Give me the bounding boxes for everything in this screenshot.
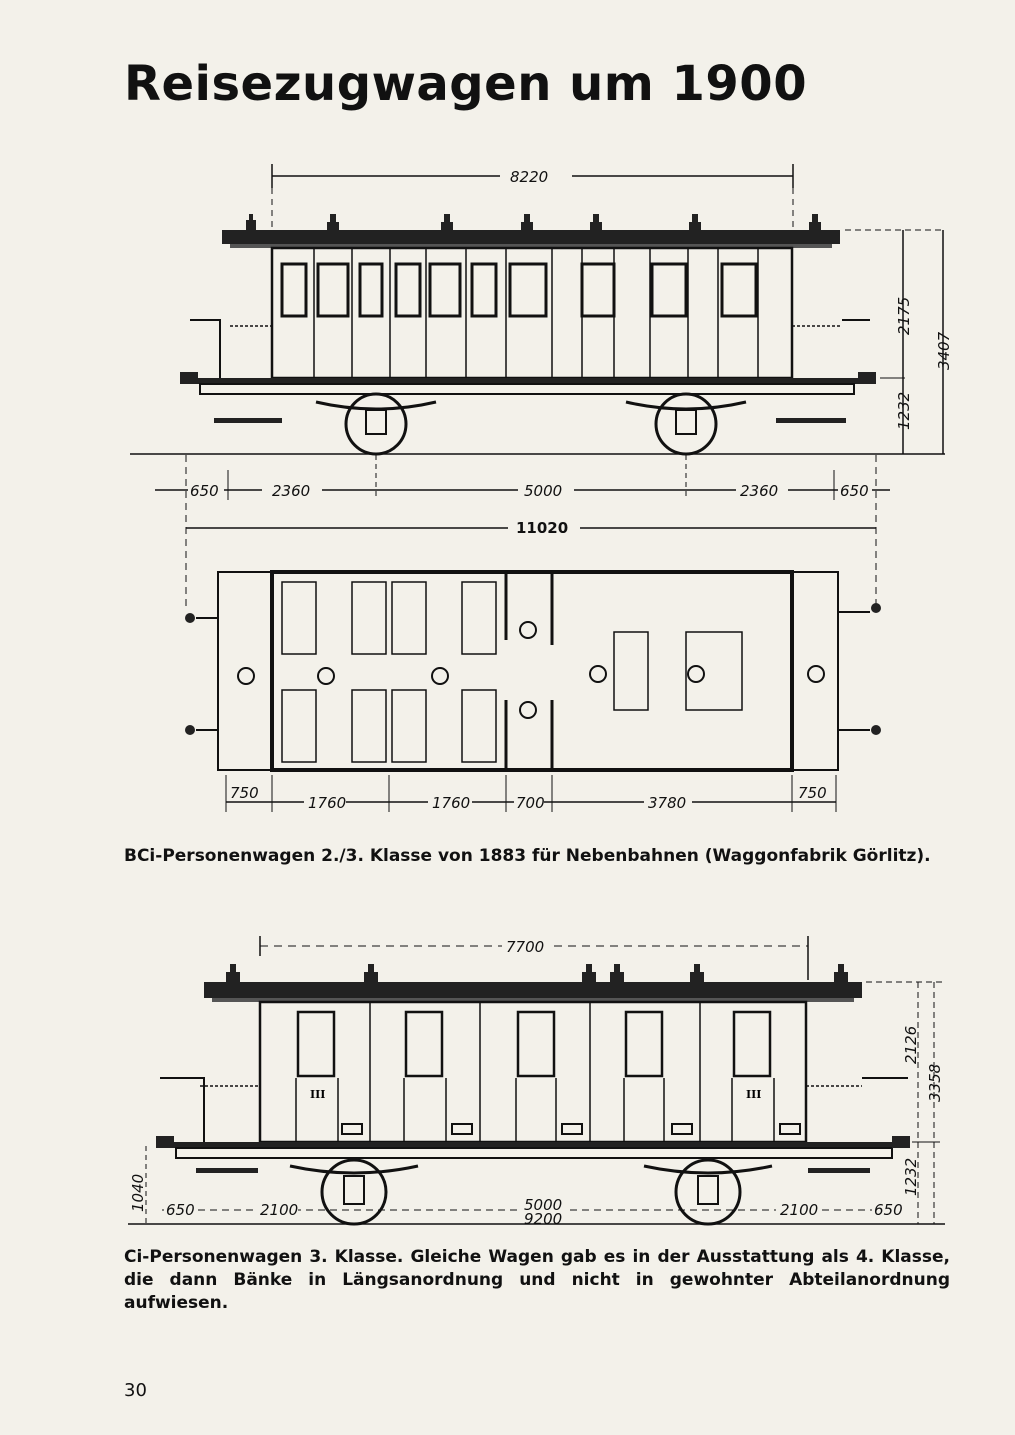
- page-number: 30: [124, 1380, 147, 1401]
- fig1-dim-row-total: 11020: [186, 516, 876, 538]
- fig2-dim-1232: 1232: [902, 1158, 920, 1196]
- figure1-caption: BCi-Personenwagen 2./3. Klasse von 1883 …: [124, 846, 931, 866]
- fig1-dim-750-left: 750: [230, 784, 259, 802]
- fig2-dim-2100-right: 2100: [780, 1201, 818, 1219]
- fig1-height-dims: 2175 3407 1232: [845, 229, 953, 454]
- fig2-dim-5000: 5000: [524, 1196, 562, 1214]
- fig1-dim-1232: 1232: [895, 392, 913, 430]
- fig1-dim-650-left: 650: [190, 482, 219, 500]
- fig1-dim-650-right: 650: [840, 482, 869, 500]
- fig1-dim-8220: 8220: [510, 168, 548, 186]
- fig2-dim-7700: 7700: [506, 938, 544, 956]
- fig1-dim-3407: 3407: [935, 331, 953, 370]
- figure2-drawing: 7700: [128, 936, 945, 1228]
- fig2-dim-3358: 3358: [926, 1064, 944, 1102]
- fig1-plan-view: [185, 570, 881, 772]
- fig2-dim-row: 650 2100 5000 2100 650 9200: [162, 1196, 906, 1228]
- fig2-class-mark-1: III: [310, 1088, 325, 1101]
- fig2-dim-2126: 2126: [902, 1026, 920, 1064]
- fig1-dim-2175: 2175: [895, 297, 913, 335]
- fig1-dim-2360-left: 2360: [272, 482, 310, 500]
- fig1-dim-1760-b: 1760: [432, 794, 470, 812]
- fig2-side-view: III III: [156, 964, 910, 1226]
- fig1-dim-750-right: 750: [798, 784, 827, 802]
- figure1-drawing: 8220: [130, 164, 953, 812]
- fig2-dim-1040: 1040: [129, 1174, 147, 1212]
- fig2-dim-body-length: 7700: [259, 936, 809, 980]
- page-title: Reisezugwagen um 1900: [124, 56, 808, 112]
- fig2-dim-650-right: 650: [874, 1201, 903, 1219]
- fig1-dim-row-axles: 650 2360 5000 2360 650: [155, 455, 890, 610]
- fig2-height-dims: 2126 3358 1232 1040: [129, 981, 944, 1224]
- fig2-dim-9200: 9200: [524, 1210, 562, 1228]
- fig1-dim-700: 700: [516, 794, 545, 812]
- fig1-side-view: [180, 214, 876, 456]
- figure2-caption: Ci-Personenwagen 3. Klasse. Gleiche Wage…: [124, 1247, 950, 1313]
- fig1-dim-body-length: 8220: [271, 164, 794, 188]
- fig1-dim-1760-a: 1760: [308, 794, 346, 812]
- fig1-dim-3780: 3780: [648, 794, 686, 812]
- fig1-plan-dims: 750 1760 1760 700 3780 750: [225, 775, 837, 812]
- fig1-dim-2360-right: 2360: [740, 482, 778, 500]
- fig1-dim-5000: 5000: [524, 482, 562, 500]
- fig2-class-mark-2: III: [746, 1088, 761, 1101]
- fig2-dim-2100-left: 2100: [260, 1201, 298, 1219]
- fig1-dim-11020: 11020: [516, 519, 568, 537]
- fig2-dim-650-left: 650: [166, 1201, 195, 1219]
